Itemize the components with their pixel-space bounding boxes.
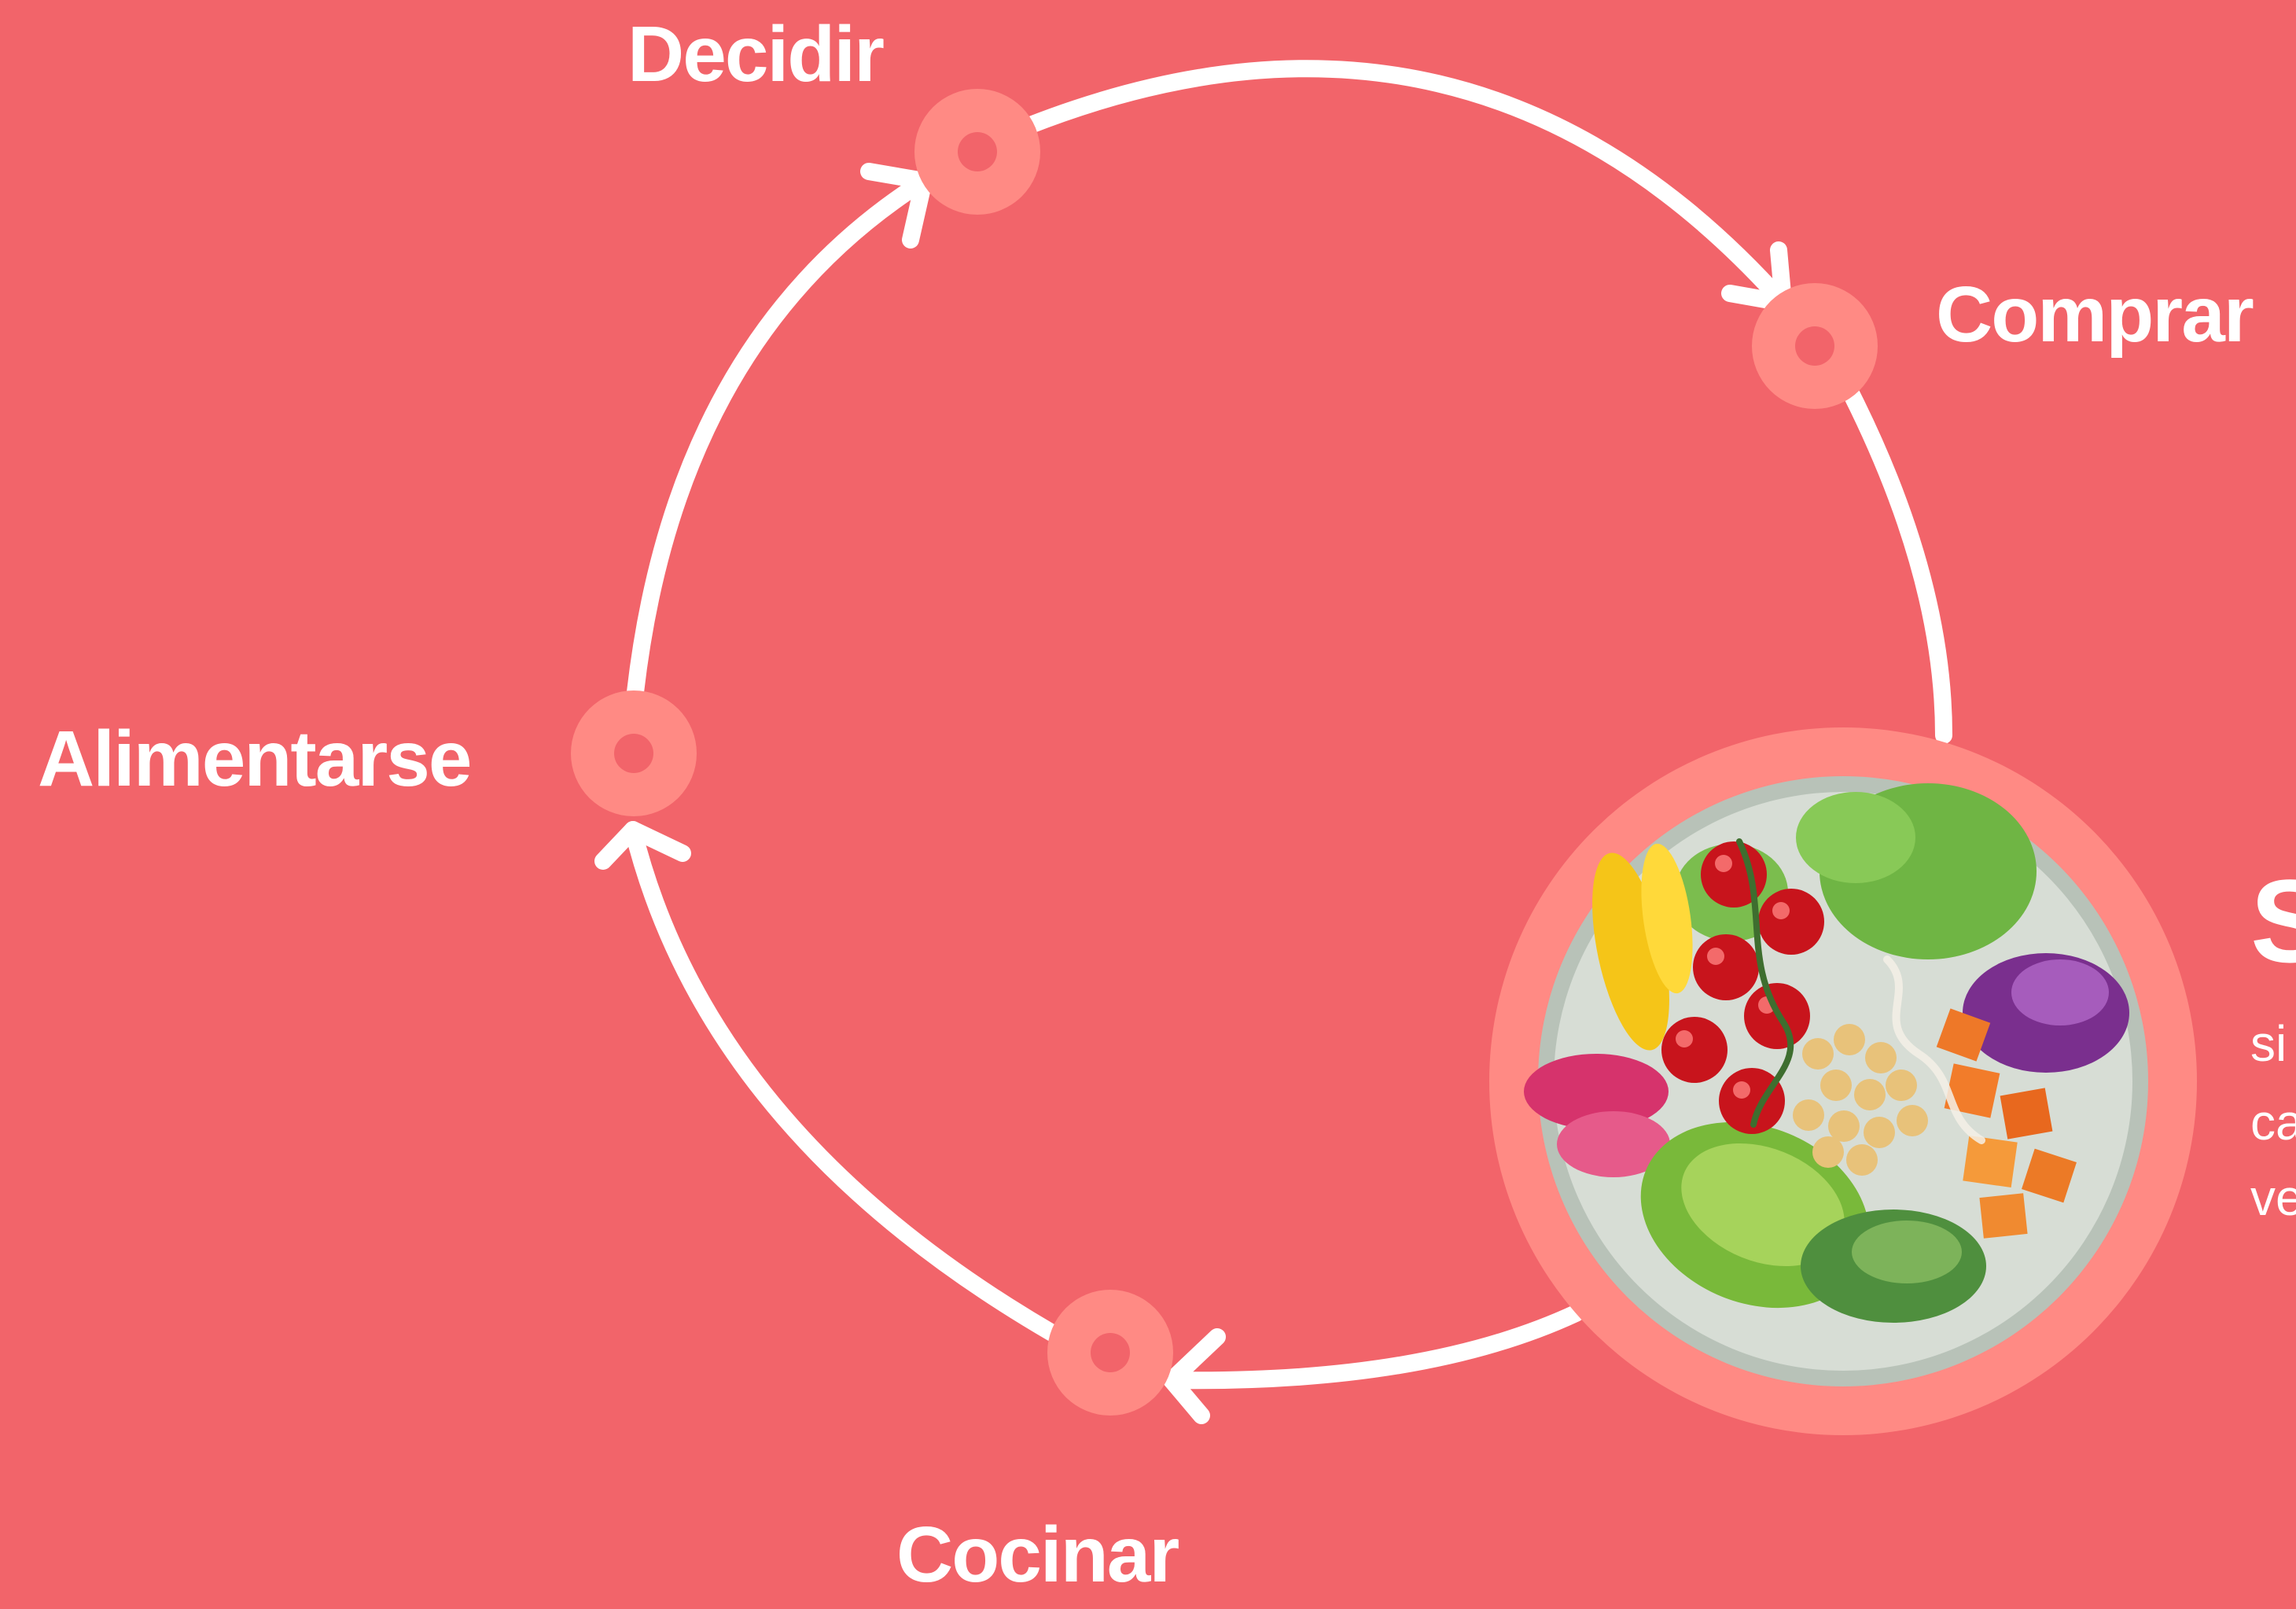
step-label-decidir: Decidir [627, 10, 885, 98]
salad-bowl-image [1489, 727, 2197, 1435]
side-panel-line-2: ca [2250, 1094, 2296, 1151]
arc-image-cocinar [1163, 1305, 1584, 1390]
arc-alimentarse-decidir [627, 172, 933, 701]
side-panel-line-3: ve [2250, 1169, 2296, 1226]
arc-comprar-image [1842, 385, 1952, 744]
side-panel-title: S [2250, 855, 2296, 987]
step-label-cocinar: Cocinar [896, 1511, 1179, 1599]
node-cocinar [1047, 1290, 1173, 1416]
arc-cocinar-alimentarse [624, 821, 1061, 1342]
arc-decidir-comprar [1020, 60, 1792, 311]
step-label-alimentarse: Alimentarse [38, 715, 472, 803]
node-comprar [1752, 283, 1878, 409]
side-panel-line-1: si [2250, 1015, 2287, 1072]
node-decidir [914, 89, 1040, 215]
step-label-comprar: Comprar [1936, 271, 2254, 359]
node-alimentarse [571, 690, 697, 816]
arrowhead-alimentarse [594, 821, 691, 870]
arrowhead-cocinar [1163, 1328, 1226, 1424]
